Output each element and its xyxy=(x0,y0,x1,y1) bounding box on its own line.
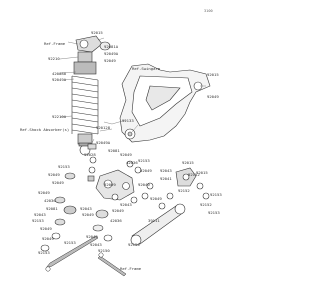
part-label: 92152 xyxy=(178,188,190,193)
part-label: 92153 xyxy=(208,210,220,215)
part-label: 92152 xyxy=(188,172,200,177)
part-label: 92041 xyxy=(160,176,172,181)
part-label: 92210 xyxy=(48,56,60,61)
part-label: 92009 xyxy=(104,182,116,187)
part-label: 92049 xyxy=(82,212,94,217)
part-label: 42036 xyxy=(110,218,122,223)
part-label: 92150 xyxy=(98,248,110,253)
part-label: 92049A xyxy=(96,140,111,145)
part-label: 92049 xyxy=(48,172,60,177)
part-label: 42036 xyxy=(44,198,56,203)
uni-trak-rocker xyxy=(40,156,154,252)
part-label: 92153 xyxy=(38,250,50,255)
part-label: 92015 xyxy=(207,72,219,77)
swingarm xyxy=(119,63,211,143)
part-label: 92210A xyxy=(52,114,67,119)
part-label: 92081 xyxy=(108,148,120,153)
part-label: 420080 xyxy=(52,71,67,76)
part-label: 92153 xyxy=(210,192,222,197)
leader-lines xyxy=(59,37,206,144)
part-label: 92153 xyxy=(32,218,44,223)
part-label: 92153 xyxy=(138,158,150,163)
part-label: 39111 xyxy=(148,218,160,223)
part-label: 92015 xyxy=(196,170,208,175)
part-label: 92133 xyxy=(122,118,134,123)
part-label: 92028 xyxy=(84,152,96,157)
exploded-parts-diagram: 3100 xyxy=(20,9,222,277)
part-label: 92043 xyxy=(80,206,92,211)
part-label: 92049 xyxy=(112,208,124,213)
part-label: 92049 xyxy=(86,234,98,239)
part-label: 92152 xyxy=(200,202,212,207)
part-label: 920128 xyxy=(96,125,111,130)
part-label: 92043 xyxy=(34,212,46,217)
shock-absorber xyxy=(71,35,111,156)
part-label: 92043 xyxy=(90,242,102,247)
part-label: 92049 xyxy=(52,180,64,185)
part-label: 92049 xyxy=(104,58,116,63)
part-label: 92049 xyxy=(138,182,150,187)
part-label: 92043 xyxy=(120,202,132,207)
part-label: 92049 xyxy=(140,168,152,173)
ref-frame-bottom: Ref.Frame xyxy=(120,266,142,271)
diagram-code: 3100 xyxy=(204,9,213,13)
part-label: 92081 xyxy=(46,206,58,211)
part-label: 92049A xyxy=(104,51,119,56)
part-label: 92049 xyxy=(150,196,162,201)
part-label: 92049 xyxy=(38,190,50,195)
part-label: 92153 xyxy=(64,240,76,245)
reference-labels: Ref.Frame Ref.Swingarm Ref.Shock Absorbe… xyxy=(20,41,161,271)
ref-frame-top: Ref.Frame xyxy=(44,41,66,46)
part-label: 92153 xyxy=(58,164,70,169)
part-number-labels: 92015 92081A 92049A 92049 92210 420080 9… xyxy=(32,30,222,255)
part-label: 92049 xyxy=(207,94,219,99)
part-label: 92049 xyxy=(40,226,52,231)
part-label: 42036 xyxy=(126,160,138,165)
part-label: 92043 xyxy=(160,168,172,173)
part-label: 92015 xyxy=(91,30,103,35)
part-label: 92049A xyxy=(52,77,67,82)
ref-swingarm: Ref.Swingarm xyxy=(132,66,161,71)
part-label: 92150 xyxy=(128,242,140,247)
part-label: 92049 xyxy=(42,236,54,241)
part-label: 92049 xyxy=(120,152,132,157)
part-label: 92015 xyxy=(182,160,194,165)
ref-shock-absorber: Ref.Shock Absorber(s) xyxy=(20,127,69,132)
part-label: 92081A xyxy=(104,44,119,49)
bolts xyxy=(45,235,127,277)
tie-rod xyxy=(130,167,210,246)
